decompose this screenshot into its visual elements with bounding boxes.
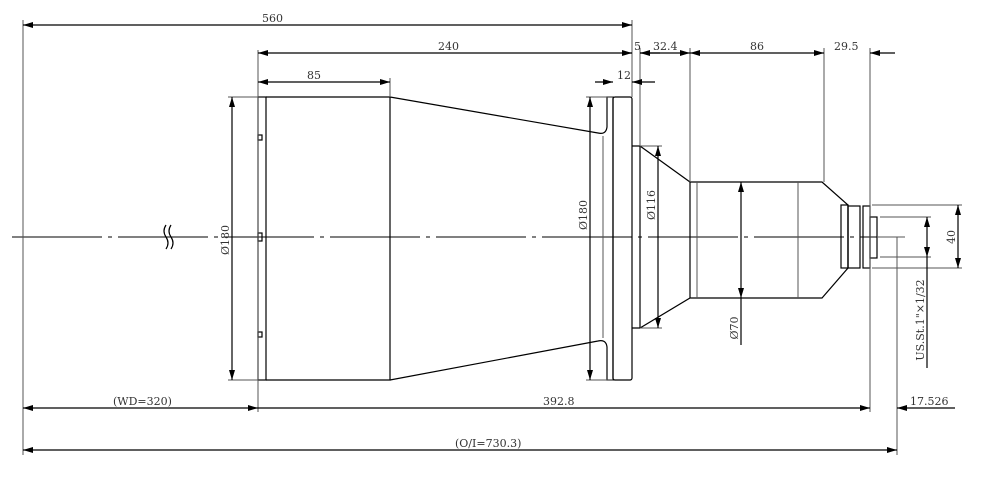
dim-rear: 29.5 [834,40,859,53]
break-symbol [163,224,174,250]
dim-dia-step: Ø116 [645,190,658,220]
dim-gap: 5 [634,40,641,53]
dim-back-focus: 17.526 [910,395,949,408]
dim-thread: US.St.1"×1/32 [914,279,927,360]
dimension-lines [23,22,961,453]
dim-body: 86 [750,40,764,53]
dim-working-distance: (WD=320) [113,395,172,408]
dim-overall-length: 560 [262,12,283,25]
dim-front-barrel: 85 [307,69,321,82]
dim-lens-length: 392.8 [543,395,575,408]
dim-lens-to-flange: 240 [438,40,459,53]
dim-dia-flange: Ø180 [577,200,590,230]
lens-outline [257,96,905,381]
dim-dia-body: Ø70 [728,316,741,339]
dim-dia-mount: 40 [945,230,958,244]
extension-lines [22,20,962,455]
dim-flange-thickness: 12 [617,69,631,82]
dim-dia-front: Ø180 [219,225,232,255]
dim-object-to-image: (O/I=730.3) [455,437,521,450]
dim-taper: 32.4 [653,40,678,53]
